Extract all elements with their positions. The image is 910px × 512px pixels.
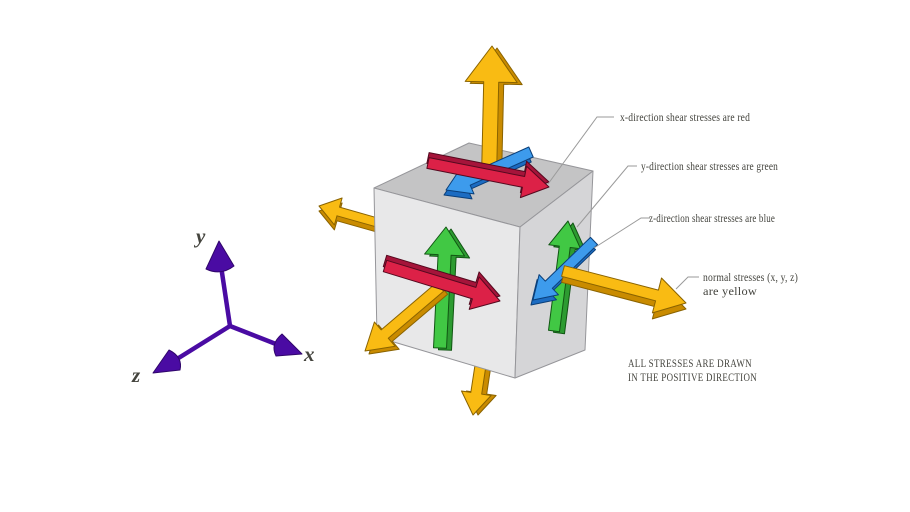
note-line1: ALL STRESSES ARE DRAWN [628,357,752,370]
arrow-shear-front-x-face [382,259,501,310]
axes-cones [152,240,303,374]
z-axis-line [175,324,232,361]
arrow-normal-front-z-face [364,282,445,352]
leader-y-shear [576,165,637,228]
annotations: x-direction shear stresses are red y-dir… [620,112,798,384]
arrow-normal-right-x-face [561,265,687,314]
note-line2: IN THE POSITIVE DIRECTION [628,371,757,384]
z-axis-cone [152,349,181,374]
x-axis-label: x [303,342,315,366]
x-axis-cone [273,333,303,357]
arrow-shear-top-x-face [426,157,550,199]
y-axis-label: y [193,224,206,248]
arrow-normal-top-y-face [464,45,518,179]
label-y-shear: y-direction shear stresses are green [641,161,778,173]
x-axis-line [229,323,282,349]
arrow-normal-top-y [464,45,523,181]
label-normal-line2: are yellow [703,286,758,298]
arrow-normal-back-x-face [318,197,381,228]
arrow-normal-back-x [318,197,381,233]
leader-lines [547,116,699,290]
arrow-shear-front-x [382,254,501,310]
axes-lines [175,265,282,361]
leader-normal [675,276,699,290]
label-z-shear: z-direction shear stresses are blue [649,213,775,225]
label-normal-line1: normal stresses (x, y, z) [703,272,798,284]
axes-triad: y x z [131,224,315,387]
leader-x-shear [547,116,614,185]
arrow-shear-top-x [426,152,550,199]
y-axis-line [218,265,233,327]
arrow-normal-front-z [364,282,449,355]
arrow-normal-right-x [561,265,687,320]
z-axis-label: z [131,363,141,387]
y-axis-cone [205,240,235,273]
label-x-shear: x-direction shear stresses are red [620,112,750,124]
leader-z-shear [593,217,650,249]
